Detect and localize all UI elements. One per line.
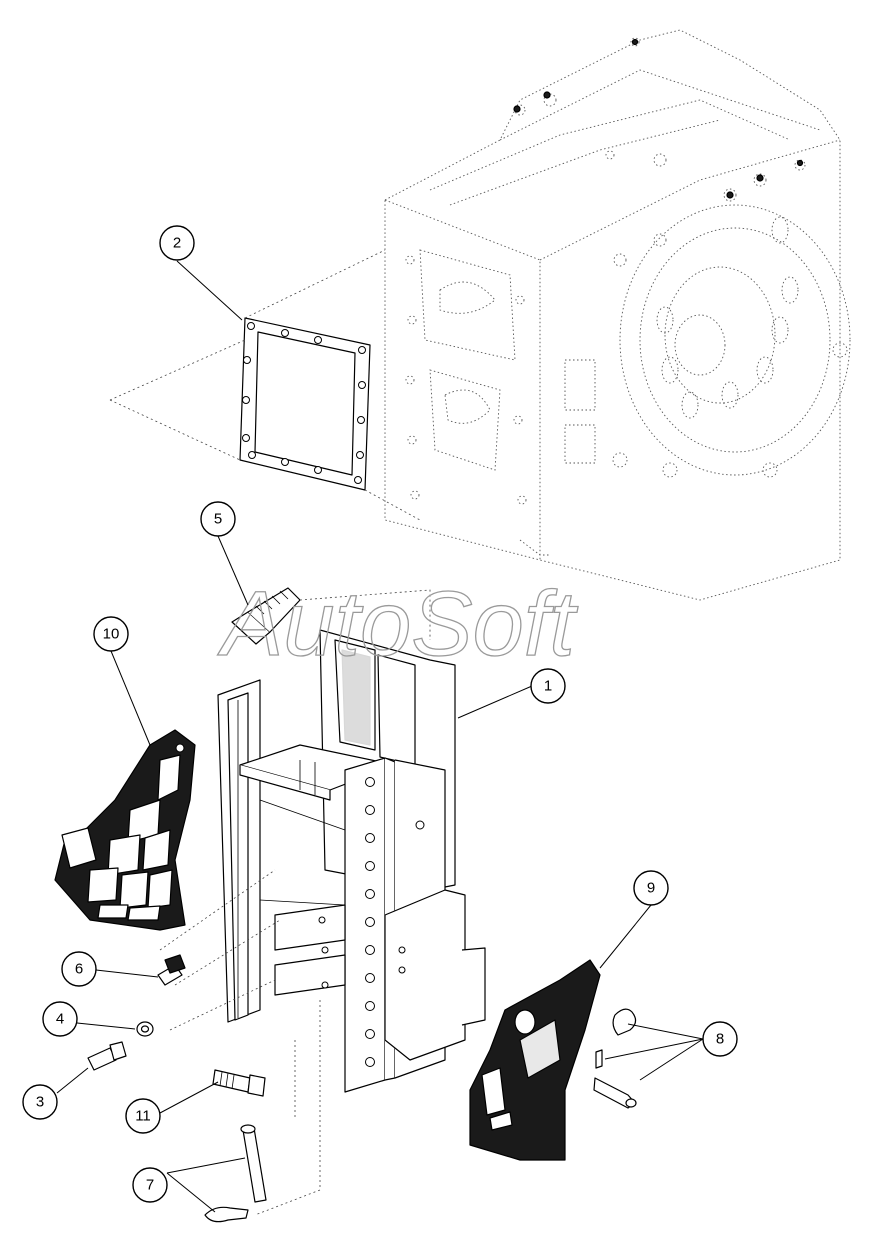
- watermark: AutoSoft: [217, 573, 578, 675]
- bolt-part-6: [157, 954, 186, 986]
- bolt-part-3: [87, 1041, 127, 1071]
- gasket-part-2: [239, 317, 371, 491]
- callout-1: 1: [530, 668, 566, 704]
- svg-text:9: 9: [647, 880, 655, 897]
- callout-5: 5: [200, 501, 236, 537]
- svg-text:11: 11: [135, 1108, 151, 1125]
- pin-part-7: [204, 1124, 267, 1223]
- callout-3: 3: [22, 1084, 58, 1120]
- bolt-part-5: [231, 587, 301, 645]
- callout-4: 4: [42, 1001, 78, 1037]
- callout-9: 9: [633, 870, 669, 906]
- svg-text:4: 4: [56, 1011, 64, 1028]
- leader-lines: [56, 260, 704, 1213]
- svg-text:10: 10: [103, 626, 120, 643]
- svg-text:6: 6: [75, 961, 83, 978]
- svg-text:1: 1: [544, 678, 552, 695]
- callout-10: 10: [93, 616, 129, 652]
- svg-text:8: 8: [716, 1031, 724, 1048]
- bolt-part-11: [212, 1069, 266, 1097]
- pin-set-part-8: [593, 1008, 637, 1109]
- callout-2: 2: [159, 225, 195, 261]
- callout-6: 6: [61, 951, 97, 987]
- svg-text:7: 7: [146, 1177, 154, 1194]
- svg-text:5: 5: [214, 511, 222, 528]
- washer-part-4: [136, 1021, 154, 1037]
- svg-text:2: 2: [173, 235, 181, 252]
- transmission-housing: [384, 29, 851, 601]
- callout-8: 8: [702, 1021, 738, 1057]
- side-casting-part-10: [54, 729, 196, 931]
- hitch-frame-part-1: [217, 629, 486, 1093]
- svg-text:3: 3: [36, 1094, 44, 1111]
- callout-11: 11: [125, 1098, 161, 1134]
- side-casting-part-9: [469, 959, 601, 1161]
- callout-7: 7: [132, 1167, 168, 1203]
